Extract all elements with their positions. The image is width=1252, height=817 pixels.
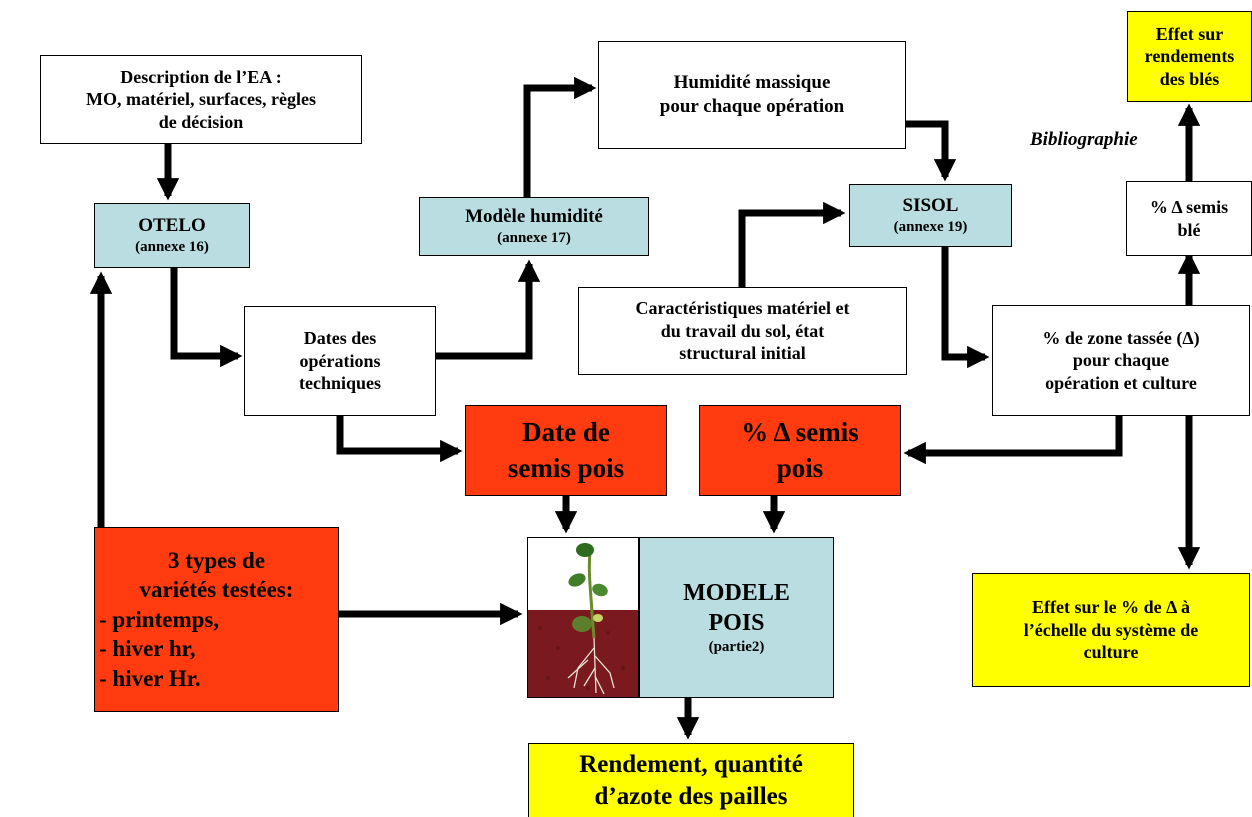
modele-humidite-box: Modèle humidité (annexe 17) xyxy=(419,197,649,256)
caracteristiques-line-2: du travail du sol, état xyxy=(660,320,825,341)
varietes-line-5: - hiver Hr. xyxy=(99,665,201,691)
date-semis-pois-line-2: semis pois xyxy=(507,452,625,483)
description-box: Description de l’EA : MO, matériel, surf… xyxy=(40,55,362,144)
effet-rendements-line-1: Effet sur xyxy=(1155,23,1224,44)
dates-operations-line-3: techniques xyxy=(298,373,381,394)
description-line-3: de décision xyxy=(158,111,244,132)
arrow-dates-humidite xyxy=(436,259,541,360)
otelo-title: OTELO xyxy=(138,215,206,237)
caracteristiques-box: Caractéristiques matériel et du travail … xyxy=(578,287,907,375)
pea-plant-icon xyxy=(528,538,638,697)
otelo-annexe: (annexe 16) xyxy=(135,239,209,255)
modele-pois-partie: (partie2) xyxy=(708,639,765,656)
rendement-azote-line-1: Rendement, quantité xyxy=(579,751,803,779)
semis-ble-line-1: % Δ semis xyxy=(1149,197,1229,217)
caracteristiques-line-1: Caractéristiques matériel et xyxy=(635,298,850,319)
effet-pct-line-2: l’échelle du système de xyxy=(1023,619,1199,640)
rendement-azote-box: Rendement, quantité d’azote des pailles xyxy=(528,743,854,817)
arrow-dates-datesemis xyxy=(336,416,463,463)
effet-rendements-box: Effet sur rendements des blés xyxy=(1127,11,1252,102)
modele-humidite-title: Modèle humidité xyxy=(465,206,603,228)
varietes-line-1: 3 types de xyxy=(167,547,266,573)
zone-tassee-line-1: % de zone tassée (Δ) xyxy=(1042,327,1200,348)
sisol-title: SISOL xyxy=(902,195,959,217)
modele-pois-title-2: POIS xyxy=(708,610,765,637)
humidite-massique-line-1: Humidité massique xyxy=(673,72,831,94)
dates-operations-box: Dates des opérations techniques xyxy=(244,306,436,416)
effet-rendements-line-3: des blés xyxy=(1159,68,1220,89)
varietes-line-3: - printemps, xyxy=(99,606,220,632)
date-semis-pois-line-1: Date de xyxy=(522,417,610,448)
description-line-1: Description de l’EA : xyxy=(120,66,282,87)
pct-semis-pois-line-2: pois xyxy=(776,452,824,483)
bibliographie-label: Bibliographie xyxy=(1030,129,1138,150)
pct-semis-pois-box: % Δ semis pois xyxy=(699,405,901,496)
rendement-azote-line-2: d’azote des pailles xyxy=(594,782,788,810)
semis-ble-line-2: blé xyxy=(1177,219,1201,240)
description-line-2: MO, matériel, surfaces, règles xyxy=(86,89,316,110)
modele-pois-box: MODELE POIS (partie2) xyxy=(639,537,834,698)
arrow-caract-sisol xyxy=(738,201,846,287)
humidite-massique-box: Humidité massique pour chaque opération xyxy=(598,41,906,149)
arrow-sisol-zone xyxy=(941,247,990,369)
effet-pct-line-3: culture xyxy=(1083,642,1139,663)
varietes-line-4: - hiver hr, xyxy=(99,636,196,662)
dates-operations-line-2: opérations xyxy=(299,350,381,371)
arrow-humidite-massique xyxy=(523,76,597,197)
humidite-massique-line-2: pour chaque opération xyxy=(659,96,845,117)
arrow-zone-semispois xyxy=(903,416,1123,465)
caracteristiques-line-3: structural initial xyxy=(679,343,806,364)
arrow-massique-sisol xyxy=(906,120,957,182)
semis-ble-box: % Δ semis blé xyxy=(1126,181,1252,256)
dates-operations-line-1: Dates des xyxy=(303,328,377,349)
pct-semis-pois-line-1: % Δ semis xyxy=(741,417,859,448)
varietes-box: 3 types de variétés testées: - printemps… xyxy=(94,527,339,712)
zone-tassee-line-2: pour chaque xyxy=(1072,350,1170,371)
effet-rendements-line-2: rendements xyxy=(1144,46,1235,67)
arrow-otelo-dates xyxy=(170,268,243,368)
effet-pct-box: Effet sur le % de Δ à l’échelle du systè… xyxy=(972,573,1250,687)
sisol-annexe: (annexe 19) xyxy=(893,219,968,235)
pea-plant-image xyxy=(527,537,639,698)
modele-humidite-annexe: (annexe 17) xyxy=(497,230,571,246)
modele-pois-title-1: MODELE xyxy=(683,580,790,607)
varietes-line-2: variétés testées: xyxy=(139,577,294,603)
zone-tassee-box: % de zone tassée (Δ) pour chaque opérati… xyxy=(992,305,1250,416)
sisol-box: SISOL (annexe 19) xyxy=(849,184,1012,247)
otelo-box: OTELO (annexe 16) xyxy=(94,203,250,268)
effet-pct-line-1: Effet sur le % de Δ à xyxy=(1032,597,1190,618)
zone-tassee-line-3: opération et culture xyxy=(1045,372,1197,393)
date-semis-pois-box: Date de semis pois xyxy=(465,405,667,496)
